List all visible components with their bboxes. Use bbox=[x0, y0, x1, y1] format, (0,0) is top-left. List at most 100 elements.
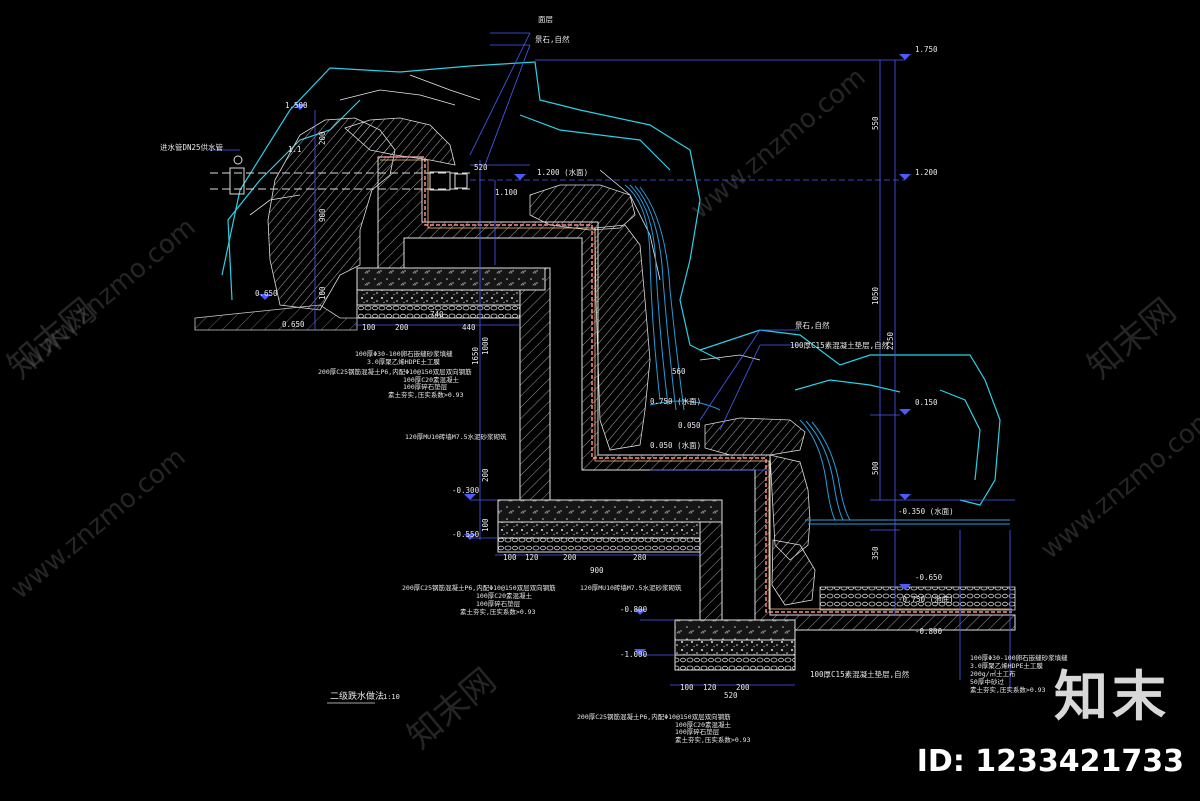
dim-200: 200 bbox=[318, 131, 327, 145]
dim-b3-b: 120 bbox=[703, 683, 717, 692]
dim-b3-d: 520 bbox=[724, 691, 738, 700]
note-line: 100厚C20素混凝土 bbox=[403, 375, 459, 384]
label-top-rock: 景石,自然 bbox=[535, 34, 570, 44]
label-mid-rock: 景石,自然 bbox=[795, 320, 830, 330]
watermark-brand: 知末网 bbox=[0, 291, 104, 387]
elev-0050: 0.050 bbox=[678, 421, 701, 430]
note-line: 200厚C25钢筋混凝土P6,内配Φ10@150双层双向钢筋 bbox=[577, 712, 731, 721]
elev-1100: 1.100 bbox=[495, 188, 518, 197]
brand-logo: 知末 bbox=[1054, 665, 1170, 728]
inlet-pipe bbox=[210, 155, 470, 195]
note-line: 200g/㎡土工布 bbox=[970, 669, 1016, 678]
elev-1: 1.1 bbox=[288, 145, 302, 154]
watermark-brand: 知末网 bbox=[400, 661, 504, 757]
label-water-level-bottom: -0.750 (池底) bbox=[898, 594, 954, 604]
elev-m1000: -1.000 bbox=[620, 650, 648, 659]
note-wall-2: 120厚MU10砖墙M7.5水泥砂浆砌筑 bbox=[580, 583, 682, 592]
note-line: 100厚C20素混凝土 bbox=[675, 720, 731, 729]
notes-lower: 200厚C25钢筋混凝土P6,内配Φ10@150双层双向钢筋 100厚C20素混… bbox=[577, 712, 751, 744]
elev-1200: 1.200 bbox=[915, 168, 938, 177]
elev-1500: 1.500 bbox=[285, 101, 308, 110]
note-line: 50厚中砂过 bbox=[970, 677, 1004, 686]
id-label: ID: 1233421733 bbox=[916, 744, 1184, 779]
label-water-level-mid2: 0.750 (水面) bbox=[650, 396, 701, 406]
waterproof-membrane bbox=[378, 156, 1012, 613]
note-line: 100厚碎石垫层 bbox=[476, 599, 521, 608]
note-line: 100厚碎石垫层 bbox=[403, 382, 448, 391]
note-line: 素土夯实,压实系数>0.93 bbox=[460, 607, 536, 616]
watermark-brand: 知末网 bbox=[1080, 291, 1184, 387]
dim-550: 550 bbox=[871, 116, 880, 130]
dim-b3-a: 100 bbox=[680, 683, 694, 692]
dim-b2-a: 100 bbox=[503, 553, 517, 562]
annotations: 面层 景石,自然 进水管DN25供水管 1.200 (水面) 景石,自然 100… bbox=[160, 15, 954, 700]
note-line: 100厚碎石垫层 bbox=[675, 727, 720, 736]
dim-b1-d: 440 bbox=[462, 323, 476, 332]
elev-1750: 1.750 bbox=[915, 45, 938, 54]
elevation-markers bbox=[259, 54, 911, 655]
dim-2250: 2250 bbox=[886, 331, 895, 350]
note-line: 200厚C25钢筋混凝土P6,内配Φ10@150双层双向钢筋 bbox=[402, 583, 556, 592]
elev-m0300: -0.300 bbox=[452, 486, 480, 495]
label-water-level-low: -0.350 (水面) bbox=[898, 506, 954, 516]
note-line: 素土夯实,压实系数>0.93 bbox=[970, 685, 1046, 694]
note-line: 素土夯实,压实系数>0.93 bbox=[675, 735, 751, 744]
dim-350: 350 bbox=[871, 546, 880, 560]
label-water-level-mid: 0.050 (水面) bbox=[650, 440, 701, 450]
dim-b2-f: 560 bbox=[672, 367, 686, 376]
dim-b2-b: 120 bbox=[525, 553, 539, 562]
elev-m0550: -0.550 bbox=[452, 530, 480, 539]
drawing-scale: 1:10 bbox=[383, 693, 400, 701]
elev-m0800b: -0.800 bbox=[915, 627, 943, 636]
watermark-site: www.znzmo.com bbox=[1035, 402, 1200, 565]
dim-500: 500 bbox=[871, 461, 880, 475]
note-wall-1: 120厚MU10砖墙M7.5水泥砂浆砌筑 bbox=[405, 432, 507, 441]
elev-0650b: 0.650 bbox=[282, 320, 305, 329]
elev-0650a: 0.650 bbox=[255, 289, 278, 298]
concrete-structure bbox=[194, 156, 1016, 671]
dimension-lines bbox=[210, 32, 1015, 690]
dim-b1-c: 740 bbox=[430, 310, 444, 319]
dim-1650: 1650 bbox=[471, 346, 480, 365]
dim-b2-c: 200 bbox=[563, 553, 577, 562]
waterfall bbox=[624, 184, 1010, 525]
dim-100b: 100 bbox=[481, 518, 490, 532]
note-line: 3.0厚聚乙烯HDPE土工膜 bbox=[970, 661, 1043, 670]
drawing-title-block: 二级跌水做法 1:10 bbox=[327, 690, 400, 704]
label-water-level-top: 1.200 (水面) bbox=[537, 167, 588, 177]
label-mid-c15: 100厚C15素混凝土垫层,自然 bbox=[790, 340, 890, 350]
notes-mid: 200厚C25钢筋混凝土P6,内配Φ10@150双层双向钢筋 100厚C20素混… bbox=[402, 583, 682, 616]
dim-1000: 1000 bbox=[481, 336, 490, 355]
dim-b1-b: 200 bbox=[395, 323, 409, 332]
dim-200b: 200 bbox=[481, 468, 490, 482]
note-line: 100厚C20素混凝土 bbox=[476, 591, 532, 600]
label-bottom-c15: 100厚C15素混凝土垫层,自然 bbox=[810, 669, 910, 679]
watermark-site: www.znzmo.com bbox=[685, 62, 871, 225]
note-line: 素土夯实,压实系数>0.93 bbox=[388, 390, 464, 399]
label-top-capstone: 面层 bbox=[538, 15, 553, 24]
rock-outlines bbox=[221, 61, 1001, 506]
dim-1050: 1050 bbox=[871, 286, 880, 305]
elev-m0650: -0.650 bbox=[915, 573, 943, 582]
watermark-site: www.znzmo.com bbox=[5, 442, 191, 605]
note-line: 3.0厚聚乙烯HDPE土工膜 bbox=[367, 357, 440, 366]
notes-right: 100厚Φ30-100卵石嵌缝砂浆填缝 3.0厚聚乙烯HDPE土工膜 200g/… bbox=[970, 653, 1068, 694]
rock-details bbox=[249, 74, 761, 361]
note-line: 200厚C25钢筋混凝土P6,内配Φ10@150双层双向钢筋 bbox=[318, 367, 472, 376]
dim-b3-c: 200 bbox=[736, 683, 750, 692]
membrane-edge bbox=[380, 159, 1012, 610]
dim-900: 900 bbox=[318, 208, 327, 222]
elev-0150: 0.150 bbox=[915, 398, 938, 407]
dim-100: 100 bbox=[318, 286, 327, 300]
notes-upper: 100厚Φ30-100卵石嵌缝砂浆填缝 3.0厚聚乙烯HDPE土工膜 200厚C… bbox=[318, 349, 507, 441]
dim-b1-e: 520 bbox=[474, 163, 488, 172]
dim-b2-d: 280 bbox=[633, 553, 647, 562]
note-line: 100厚Φ30-100卵石嵌缝砂浆填缝 bbox=[970, 653, 1068, 662]
note-line: 100厚Φ30-100卵石嵌缝砂浆填缝 bbox=[355, 349, 453, 358]
rock-masses bbox=[267, 117, 816, 606]
drawing-title: 二级跌水做法 bbox=[330, 690, 384, 702]
label-pipe-note: 进水管DN25供水管 bbox=[160, 142, 224, 152]
elev-m0800a: -0.800 bbox=[620, 605, 648, 614]
dim-b1-a: 100 bbox=[362, 323, 376, 332]
